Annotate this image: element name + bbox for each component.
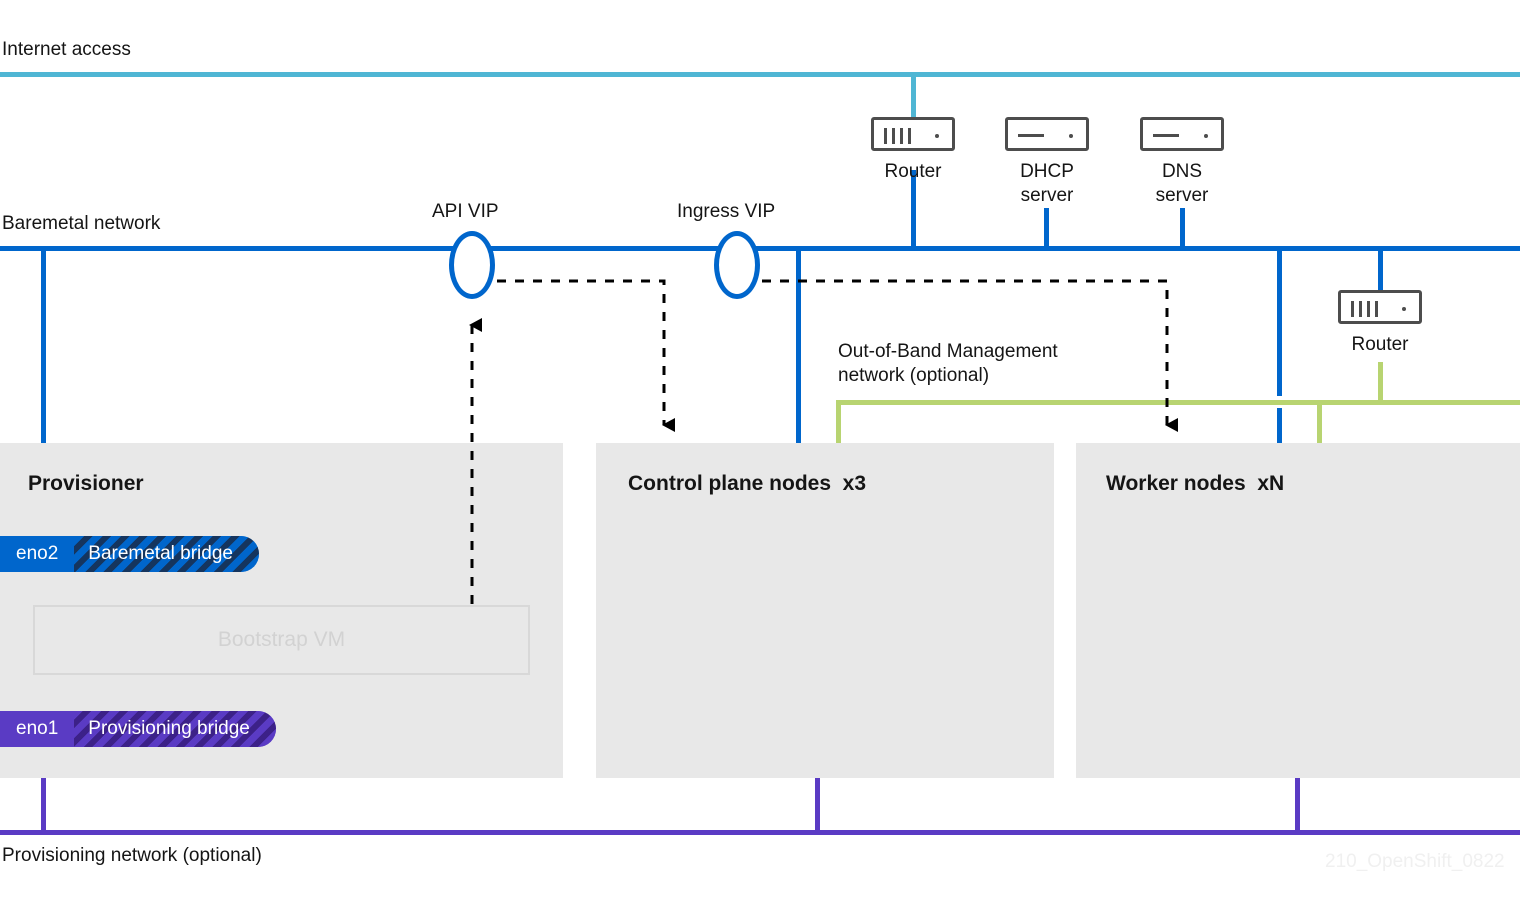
baremetal-network-label: Baremetal network [2, 213, 161, 234]
router-dot-icon [1402, 307, 1406, 311]
dhcp-to-baremetal-link [1044, 208, 1049, 248]
baremetal-bridge-label: Baremetal bridge [74, 536, 259, 572]
oob-network-label-line1: Out-of-Band Management [838, 341, 1058, 362]
baremetal-to-worker-link-upper [1277, 246, 1282, 396]
provisioner-to-provisioning-link [41, 740, 46, 832]
dns-to-baremetal-link [1180, 208, 1185, 248]
worker-nodes-box [1076, 443, 1520, 778]
baremetal-to-provisioner-link [41, 246, 46, 546]
baremetal-to-worker-link-lower [1277, 408, 1282, 443]
router-right-icon [1338, 290, 1422, 324]
baremetal-to-router-right-link [1378, 246, 1383, 292]
dhcp-server-label-line1: DHCP [1020, 161, 1074, 182]
api-vip-to-control-plane-arrow [497, 279, 675, 432]
ingress-vip-label: Ingress VIP [677, 201, 776, 222]
router-bars-icon [884, 128, 911, 144]
provisioner-title: Provisioner [28, 472, 144, 495]
router-right-to-oob-link [1378, 362, 1383, 404]
server-dash-icon [1153, 134, 1179, 137]
internet-access-label: Internet access [2, 39, 131, 60]
server-dot-icon [1069, 134, 1073, 138]
dhcp-server-label-line2: server [1020, 185, 1074, 206]
server-dash-icon [1018, 134, 1044, 137]
provisioning-network-label: Provisioning network (optional) [2, 845, 262, 866]
diagram-watermark: 210_OpenShift_0822 [1325, 851, 1505, 872]
api-vip-label: API VIP [432, 201, 499, 222]
control-plane-to-provisioning-link [815, 778, 820, 832]
oob-to-control-plane-link [836, 400, 841, 443]
nic-eno2-label: eno2 [0, 536, 75, 572]
oob-network-line [836, 400, 1520, 405]
provisioning-bridge-label: Provisioning bridge [74, 711, 276, 747]
internet-access-line [0, 72, 1520, 77]
baremetal-to-control-plane-link [796, 246, 801, 443]
router-dot-icon [935, 134, 939, 138]
ingress-vip-node [714, 231, 760, 299]
oob-to-worker-link [1317, 400, 1322, 443]
worker-to-provisioning-link [1295, 778, 1300, 832]
worker-nodes-title: Worker nodes xN [1106, 472, 1285, 495]
oob-network-label-line2: network (optional) [838, 365, 990, 386]
router-icon [871, 117, 955, 151]
internet-to-router-link [911, 72, 916, 119]
baremetal-bridge: eno2 Baremetal bridge [0, 536, 259, 572]
server-dot-icon [1204, 134, 1208, 138]
control-plane-nodes-title: Control plane nodes x3 [628, 472, 867, 495]
router-bars-icon [1351, 301, 1378, 317]
provisioning-network-line [0, 830, 1520, 835]
dns-server-icon [1140, 117, 1224, 151]
router-right-label: Router [1351, 334, 1409, 355]
api-vip-node [449, 231, 495, 299]
control-plane-nodes-box [596, 443, 1054, 778]
dhcp-server-icon [1005, 117, 1089, 151]
dns-server-label-line2: server [1155, 185, 1209, 206]
nic-eno1-label: eno1 [0, 711, 75, 747]
dns-server-label-line1: DNS [1161, 161, 1203, 182]
bootstrap-vm-box: Bootstrap VM [33, 605, 530, 675]
router-top-to-baremetal-link [911, 170, 916, 248]
baremetal-network-line [0, 246, 1520, 251]
provisioning-bridge: eno1 Provisioning bridge [0, 711, 276, 747]
router-top-label: Router [884, 161, 942, 182]
